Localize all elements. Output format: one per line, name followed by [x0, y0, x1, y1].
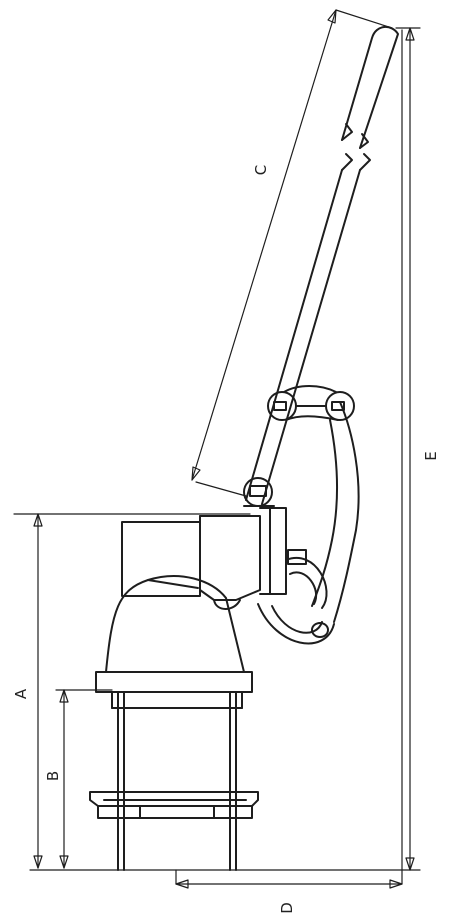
dimension-label-d: D	[278, 902, 296, 914]
dimension-label-c: C	[252, 165, 270, 175]
dimension-label-a: A	[12, 688, 30, 699]
dimensions	[13, 9, 421, 889]
top-flange-plate	[95, 671, 253, 693]
riser-pipe	[111, 691, 243, 871]
hose-loop	[257, 549, 335, 645]
swivel-head	[121, 507, 287, 610]
dimension-label-e: E	[422, 451, 440, 460]
boom-arm	[245, 26, 399, 505]
pedestal	[105, 575, 245, 673]
dimension-label-b: B	[44, 771, 62, 781]
boom-joint	[243, 385, 355, 507]
lower-flange	[89, 791, 259, 819]
return-arm	[311, 401, 360, 623]
